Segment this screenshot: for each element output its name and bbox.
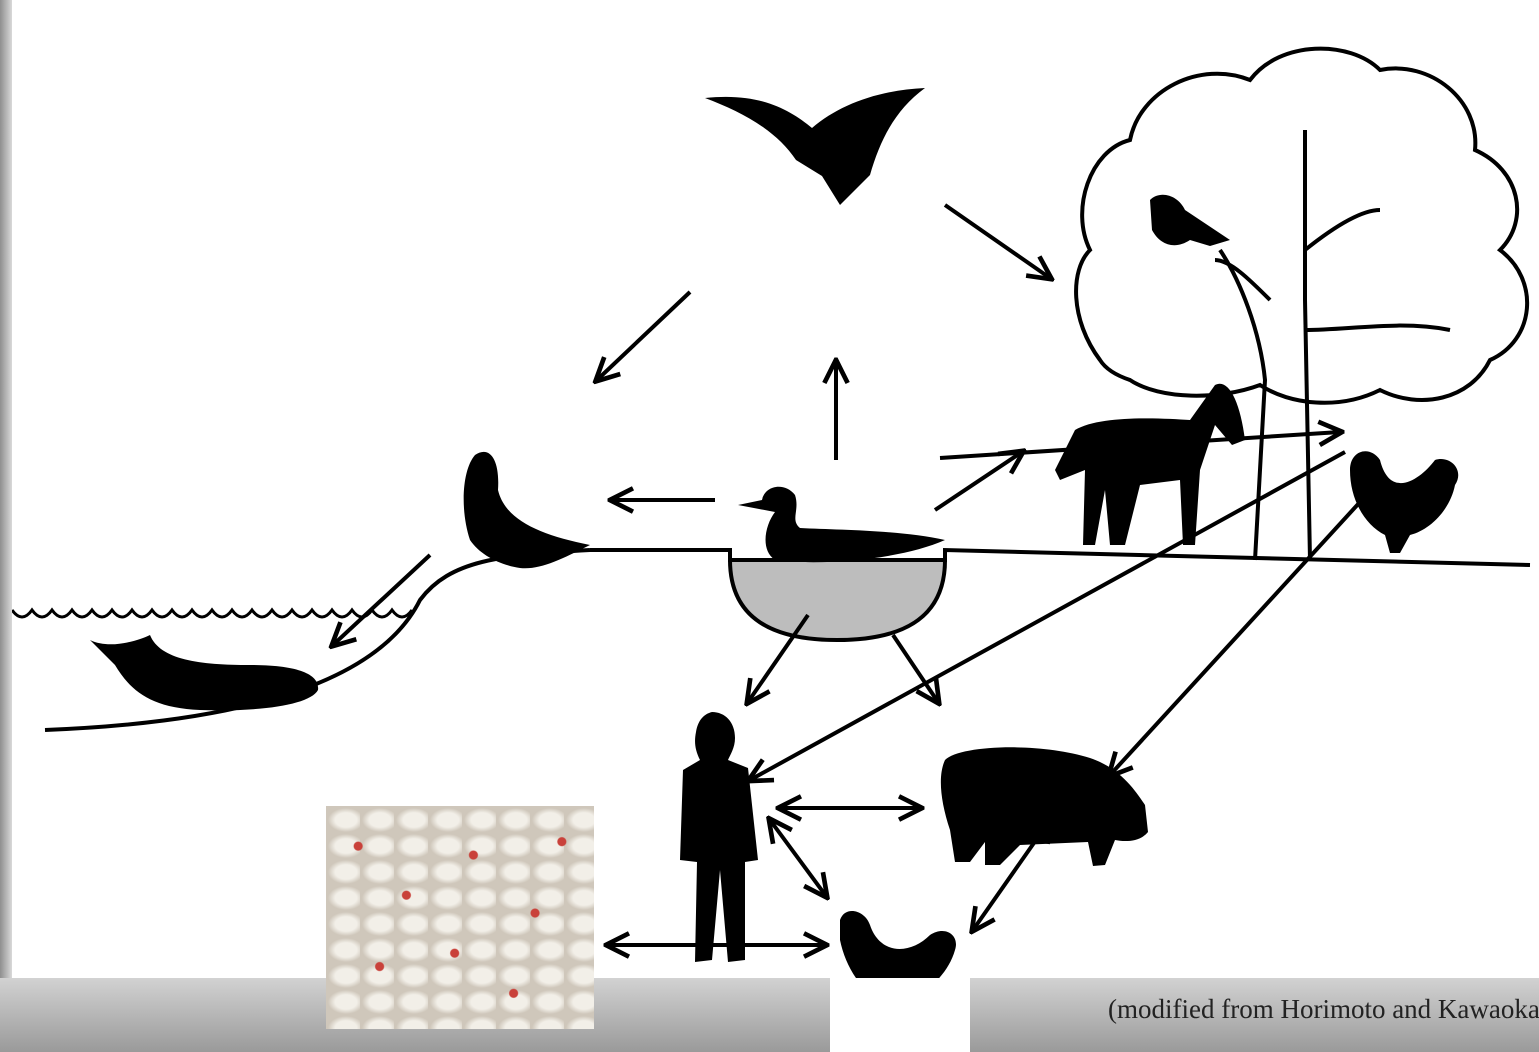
transmission-diagram <box>12 0 1539 978</box>
whale-icon <box>90 635 318 710</box>
source-credit: (modified from Horimoto and Kawaoka <box>1108 994 1539 1025</box>
rooster-icon <box>1350 451 1458 553</box>
shoreline <box>45 550 590 730</box>
chicken-icon <box>840 911 956 978</box>
duck-icon <box>738 487 945 562</box>
flying-bird-icon <box>705 88 925 205</box>
poultry-farm-photo <box>326 806 594 1029</box>
water-waves <box>12 610 412 617</box>
seal-icon <box>464 452 590 568</box>
pond <box>730 560 945 640</box>
diagram-canvas <box>12 0 1539 978</box>
slide-border-left <box>0 0 12 1052</box>
human-icon <box>680 712 758 962</box>
chicken-panel <box>830 978 970 1052</box>
